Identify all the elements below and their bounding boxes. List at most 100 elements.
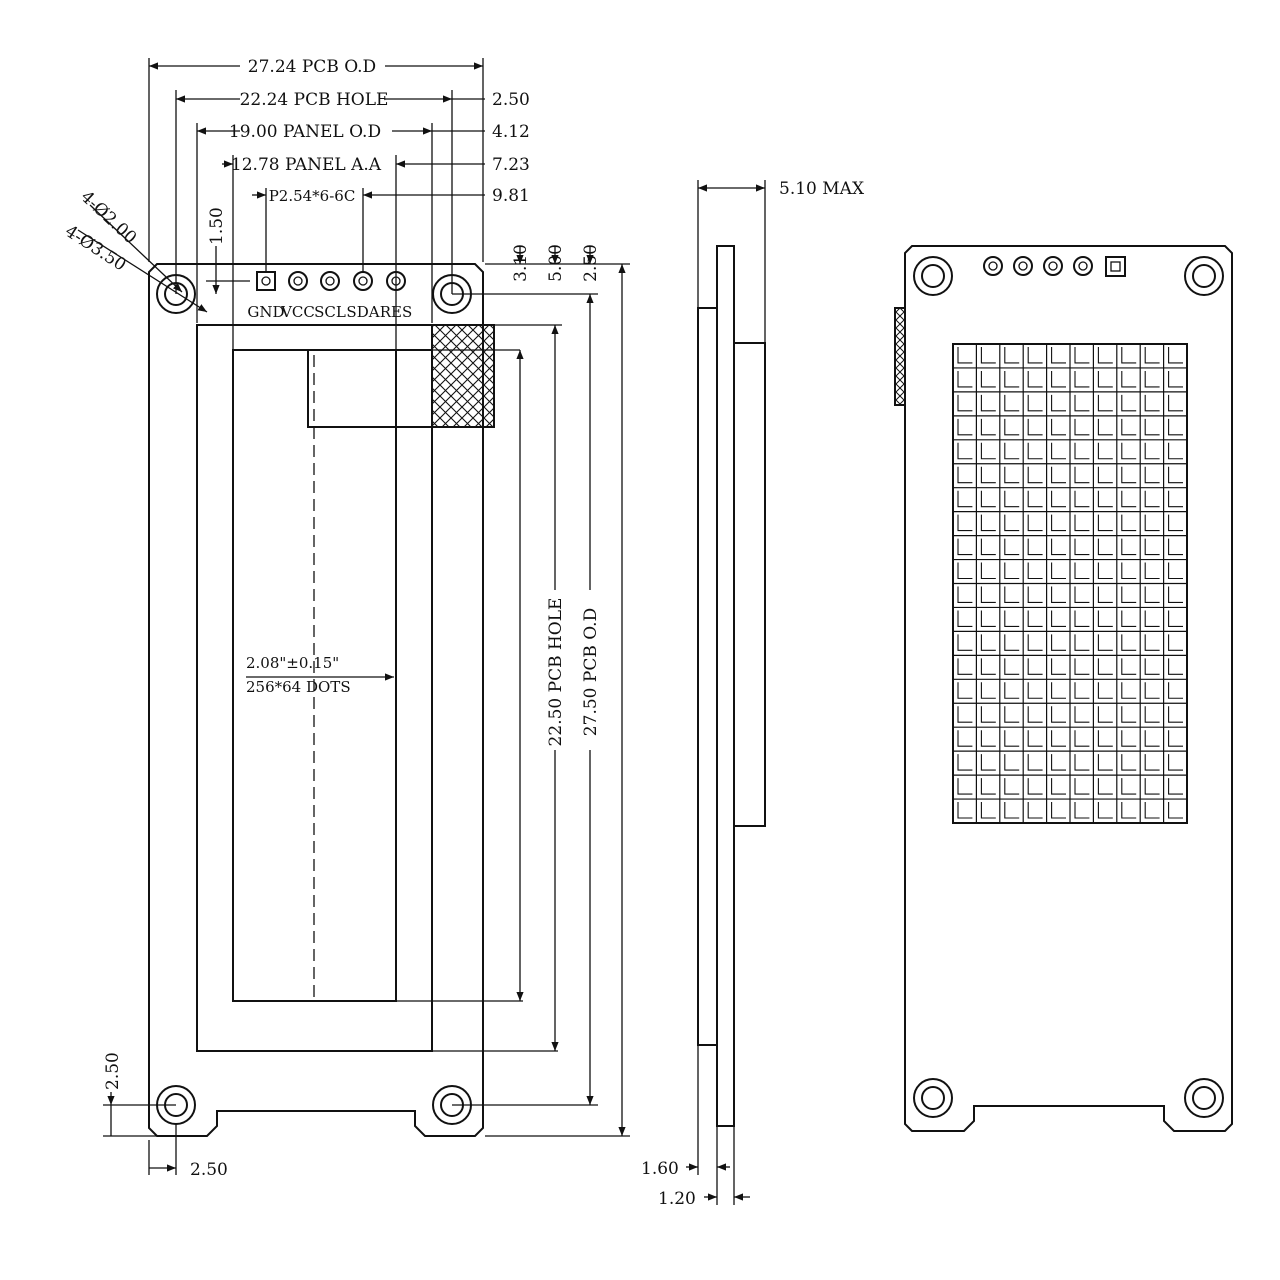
grid-cell-mark [1097, 634, 1113, 651]
grid-cell-mark [980, 538, 996, 556]
dim-top-2-50: 2.50 [581, 244, 601, 282]
grid-cell-mark [1051, 634, 1066, 651]
grid-cell-mark [1097, 754, 1113, 771]
grid-cell-mark [1074, 730, 1090, 747]
grid-cell-mark [1097, 442, 1113, 460]
dim-thickness-1-60: 1.60 [641, 1159, 679, 1179]
dim-offset-7-23: 7.23 [492, 155, 530, 175]
grid-cell-mark [1121, 490, 1137, 508]
grid-cell-mark [1027, 802, 1043, 819]
grid-cell-mark [1027, 538, 1043, 556]
grid-cell-mark [1004, 370, 1020, 388]
display-size-label: 2.08"±0.15" [246, 654, 339, 672]
dim-hole-to-pin: 1.50 [207, 207, 227, 245]
grid-cell-mark [1074, 418, 1090, 436]
grid-cell-mark [1027, 610, 1043, 627]
grid-cell-mark [1097, 538, 1113, 556]
pin-label-gnd: GND [247, 303, 284, 321]
grid-cell-mark [957, 394, 973, 412]
grid-cell-mark [980, 682, 996, 699]
grid-cell-mark [1074, 658, 1090, 675]
grid-cell-mark [1097, 682, 1113, 699]
grid-cell-mark [980, 514, 996, 532]
dim-panel-aa-width: 12.78 PANEL A.A [231, 155, 382, 175]
grid-cell-mark [1121, 466, 1137, 484]
grid-cell-mark [980, 778, 996, 795]
grid-cell-mark [980, 347, 996, 364]
grid-cell-mark [980, 730, 996, 747]
grid-cell-mark [1144, 658, 1160, 675]
grid-cell-mark [1168, 730, 1183, 747]
grid-cell-mark [1051, 754, 1066, 771]
grid-cell-mark [980, 754, 996, 771]
grid-cell-mark [1027, 490, 1043, 508]
grid-cell-mark [1074, 514, 1090, 532]
grid-cell-mark [1027, 514, 1043, 532]
side-pcb [697, 307, 718, 1046]
grid-cell-mark [1004, 466, 1020, 484]
grid-cell-mark [1051, 658, 1066, 675]
grid-cell-mark [1121, 442, 1137, 460]
grid-cell-mark [1074, 347, 1090, 364]
grid-cell-mark [957, 418, 973, 436]
grid-cell-mark [1168, 634, 1183, 651]
dim-offset-2-50: 2.50 [492, 90, 530, 110]
grid-cell-mark [1144, 538, 1160, 556]
grid-cell-mark [1051, 370, 1066, 388]
dim-pcb-hole-height: 22.50 PCB HOLE [546, 598, 566, 747]
grid-cell-mark [1051, 442, 1066, 460]
grid-cell-mark [1168, 802, 1183, 819]
grid-cell-mark [1168, 442, 1183, 460]
grid-cell-mark [1027, 634, 1043, 651]
grid-cell-mark [957, 610, 973, 627]
pin-label-scl: SCL [314, 303, 346, 321]
grid-cell-mark [1004, 586, 1020, 603]
bottom-left-dimensions: 2.50 2.50 [103, 1052, 228, 1180]
grid-cell-mark [1144, 370, 1160, 388]
dim-max-height: 5.10 MAX [779, 179, 865, 199]
grid-cell-mark [1097, 514, 1113, 532]
grid-cell-mark [980, 418, 996, 436]
grid-cell-mark [1074, 370, 1090, 388]
grid-cell-mark [957, 514, 973, 532]
grid-cell-mark [1168, 562, 1183, 580]
grid-cell-mark [1004, 610, 1020, 627]
dim-pcb-hole-width: 22.24 PCB HOLE [240, 90, 389, 110]
grid-cell-mark [980, 370, 996, 388]
grid-cell-mark [1027, 418, 1043, 436]
ic-chip [307, 349, 433, 428]
back-header-pins [983, 256, 1126, 277]
grid-cell-mark [1168, 370, 1183, 388]
grid-cell-mark [1097, 706, 1113, 723]
dim-panel-od-width: 19.00 PANEL O.D [229, 122, 381, 142]
grid-cell-mark [1144, 706, 1160, 723]
grid-cell-mark [980, 706, 996, 723]
dim-top-3-10: 3.10 [511, 244, 531, 282]
grid-cell-mark [1004, 754, 1020, 771]
grid-cell-mark [957, 778, 973, 795]
grid-cell-mark [1004, 730, 1020, 747]
dim-thickness-1-20: 1.20 [658, 1189, 696, 1209]
panel-outline [196, 324, 433, 1052]
grid-cell-mark [957, 706, 973, 723]
back-mounting-holes [913, 256, 1224, 1118]
grid-cell-mark [1004, 442, 1020, 460]
grid-cell-mark [1144, 442, 1160, 460]
grid-cell-mark [1074, 538, 1090, 556]
grid-cell-mark [1051, 347, 1066, 364]
right-dimensions: 3.10 5.00 22.50 PCB HOLE 2.50 27.50 PCB … [452, 244, 630, 1137]
grid-cell-mark [1144, 490, 1160, 508]
grid-cell-mark [1097, 394, 1113, 412]
grid-cell-mark [1074, 706, 1090, 723]
grid-cell-mark [1074, 586, 1090, 603]
grid-cell-mark [1121, 562, 1137, 580]
grid-cell-mark [1004, 514, 1020, 532]
grid-cell-mark [1051, 466, 1066, 484]
grid-cell-mark [1144, 562, 1160, 580]
grid-cell-mark [1074, 466, 1090, 484]
grid-cell-mark [1121, 610, 1137, 627]
grid-cell-mark [1097, 562, 1113, 580]
grid-cell-mark [1004, 418, 1020, 436]
grid-cell-mark [1051, 730, 1066, 747]
